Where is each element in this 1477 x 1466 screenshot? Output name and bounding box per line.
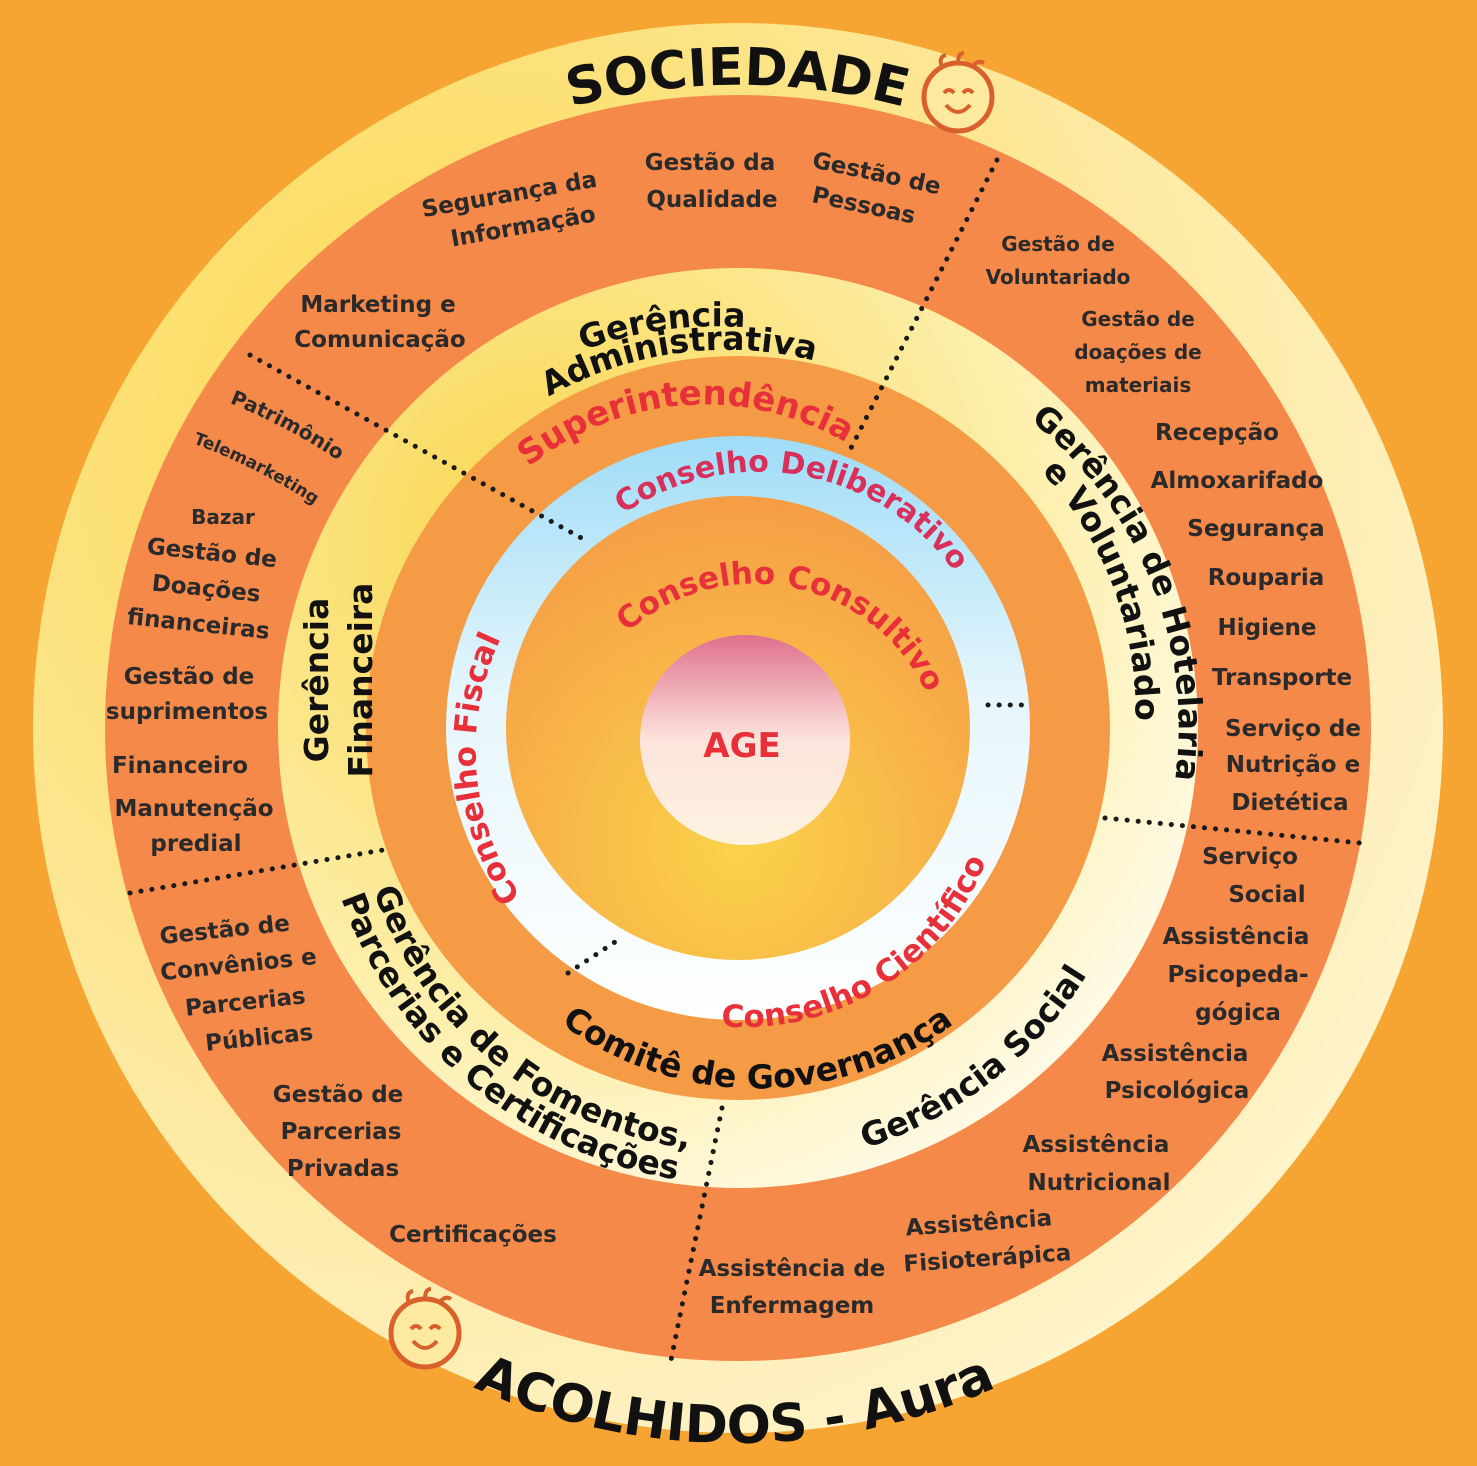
item-certificacoes: Certificações: [389, 1222, 557, 1248]
item-gestao-suprimentos: Gestão de suprimentos: [106, 664, 268, 725]
item-transporte: Transporte: [1212, 665, 1352, 691]
svg-text:Marketing e: Marketing e: [300, 292, 455, 318]
age-center-circle: [640, 635, 850, 845]
item-parcerias-privadas: Gestão de Parcerias Privadas: [273, 1082, 404, 1182]
svg-text:Dietética: Dietética: [1231, 790, 1348, 816]
svg-text:Gestão da: Gestão da: [645, 150, 775, 176]
item-manutencao-predial: Manutenção predial: [114, 796, 273, 857]
smiley-face-icon: [921, 51, 995, 134]
item-assistencia-psicopedagogica: Assistência Psicopeda- gógica: [1163, 924, 1310, 1026]
svg-text:suprimentos: suprimentos: [106, 699, 268, 725]
item-rouparia: Rouparia: [1208, 565, 1325, 591]
item-nutricao-dietetica: Serviço de Nutrição e Dietética: [1225, 716, 1361, 816]
svg-text:Voluntariado: Voluntariado: [986, 265, 1131, 289]
svg-text:Qualidade: Qualidade: [646, 187, 777, 213]
item-assistencia-nutricional: Assistência Nutricional: [1023, 1132, 1171, 1196]
item-bazar: Bazar: [191, 505, 255, 529]
svg-text:Assistência: Assistência: [1023, 1132, 1170, 1158]
svg-text:predial: predial: [150, 831, 241, 857]
svg-text:Gestão de: Gestão de: [1081, 307, 1195, 331]
svg-text:Assistência de: Assistência de: [699, 1256, 886, 1282]
svg-text:Nutricional: Nutricional: [1028, 1170, 1171, 1196]
svg-text:Psicopeda-: Psicopeda-: [1167, 962, 1308, 988]
item-servico-social: Serviço Social: [1202, 844, 1306, 908]
item-marketing: Marketing e Comunicação: [294, 292, 465, 353]
svg-text:gógica: gógica: [1195, 1000, 1281, 1026]
smiley-face-icon: [388, 1287, 462, 1370]
svg-text:Serviço de: Serviço de: [1225, 716, 1361, 742]
gerencia-financeira-line2: Financeira: [341, 583, 380, 778]
svg-text:Assistência: Assistência: [1163, 924, 1310, 950]
svg-text:Enfermagem: Enfermagem: [710, 1293, 875, 1319]
item-gestao-voluntariado: Gestão de Voluntariado: [986, 232, 1131, 289]
svg-text:Gestão de: Gestão de: [124, 664, 255, 690]
svg-text:Privadas: Privadas: [287, 1156, 399, 1182]
item-recepcao: Recepção: [1155, 420, 1279, 446]
item-higiene: Higiene: [1217, 615, 1316, 641]
item-doacoes-materiais: Gestão de doações de materiais: [1074, 307, 1201, 397]
svg-text:Comunicação: Comunicação: [294, 327, 465, 353]
svg-text:Serviço: Serviço: [1202, 844, 1298, 870]
dotted-dividers: [127, 157, 1363, 1368]
item-financeiro: Financeiro: [112, 753, 248, 779]
svg-text:Manutenção: Manutenção: [114, 796, 273, 822]
age-label: AGE: [703, 726, 780, 766]
svg-text:Social: Social: [1228, 882, 1305, 908]
item-assistencia-enfermagem: Assistência de Enfermagem: [699, 1256, 886, 1319]
svg-text:materiais: materiais: [1085, 373, 1191, 397]
item-almoxarifado: Almoxarifado: [1151, 468, 1324, 494]
svg-text:Assistência: Assistência: [1102, 1041, 1249, 1067]
svg-text:Gestão de: Gestão de: [273, 1082, 404, 1108]
svg-text:Gestão de: Gestão de: [1001, 232, 1115, 256]
svg-text:Parcerias: Parcerias: [281, 1119, 402, 1145]
item-gestao-qualidade: Gestão da Qualidade: [645, 150, 778, 213]
svg-text:doações de: doações de: [1074, 340, 1201, 364]
svg-text:Nutrição e: Nutrição e: [1226, 752, 1360, 778]
item-seguranca: Segurança: [1187, 516, 1324, 542]
gerencia-financeira-label: Gerência Financeira: [297, 583, 380, 778]
gerencia-financeira-line1: Gerência: [297, 598, 336, 763]
svg-text:Psicológica: Psicológica: [1105, 1078, 1250, 1104]
item-assistencia-psicologica: Assistência Psicológica: [1102, 1041, 1250, 1104]
